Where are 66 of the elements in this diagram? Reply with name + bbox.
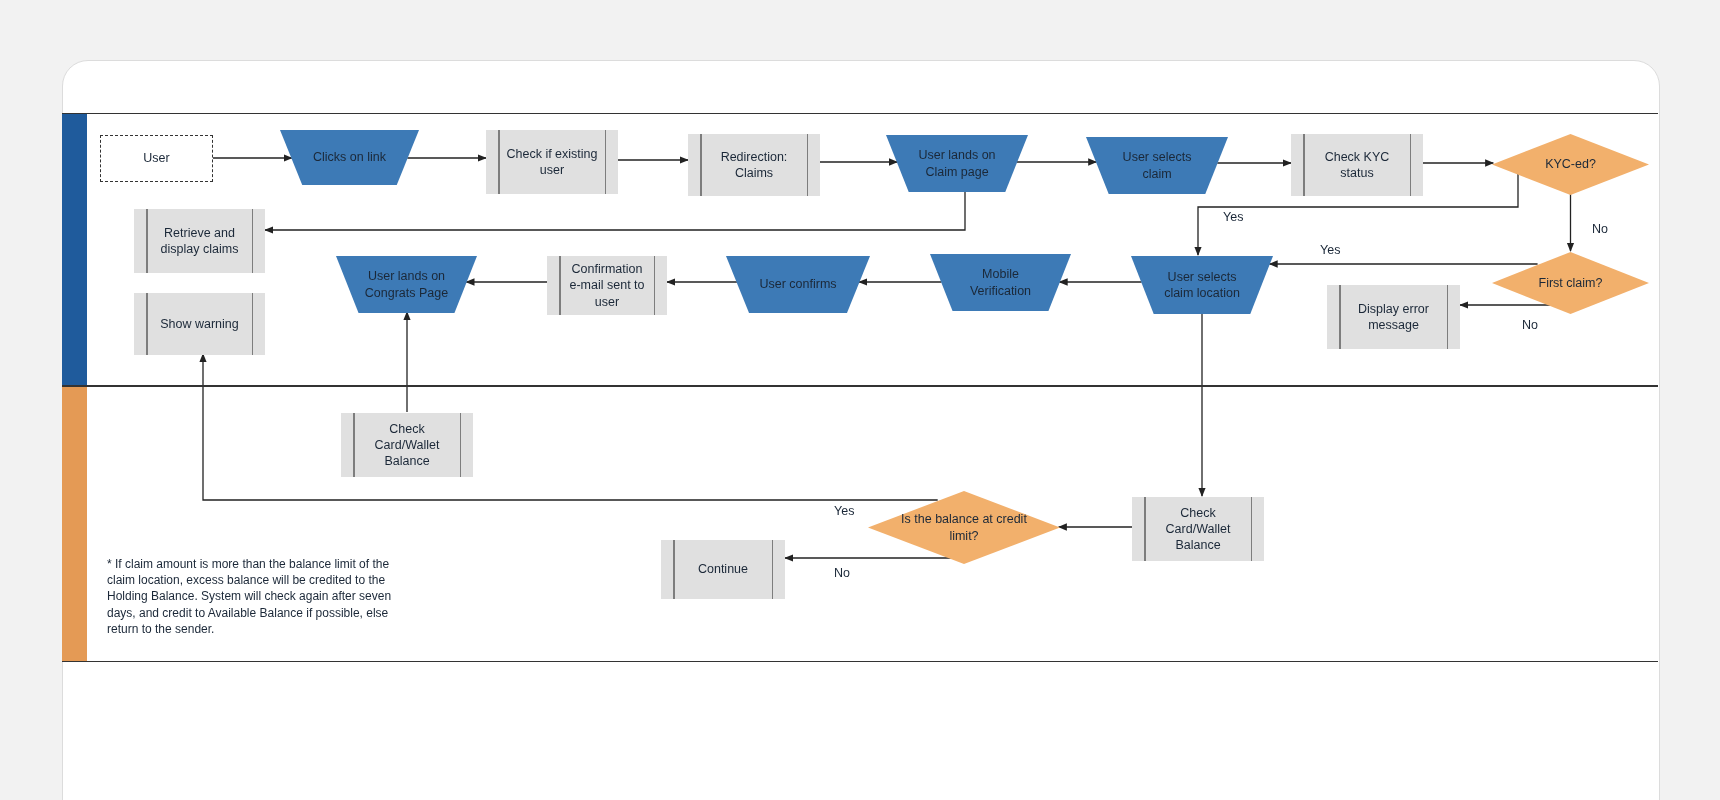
node-label: User lands on Congrats Page: [363, 268, 450, 301]
manual-operation-shape: [1086, 137, 1228, 194]
process-box: [341, 413, 473, 477]
footnote: * If claim amount is more than the balance limit of the claim location, excess balance will be credited to the Holding Balance. System will check again after seven days, and credit to Available Balance if possible, else return to the sender.: [107, 556, 393, 637]
node-label: Mobile Verification: [968, 266, 1033, 299]
arrow: [617, 156, 689, 164]
arrow: [264, 190, 966, 234]
node-label: Check Card/Wallet Balance: [373, 420, 441, 470]
node-label: User lands on Claim page: [917, 147, 997, 180]
arrow: [1422, 159, 1495, 167]
process-box: [661, 540, 785, 599]
node-label: User: [143, 150, 170, 167]
actor-box: [100, 135, 213, 182]
swimlane: [62, 113, 1658, 386]
decision-diamond: [1492, 134, 1649, 195]
arrow: [1198, 312, 1206, 497]
arrow: [1194, 172, 1519, 256]
manual-operation-shape: [336, 256, 477, 313]
arrow: [1268, 260, 1539, 268]
decision-diamond: [868, 491, 1060, 564]
arrow: [403, 311, 411, 413]
process-box: [1291, 134, 1423, 196]
manual-operation-shape: [886, 135, 1028, 192]
node-label: Clicks on link: [313, 149, 386, 166]
arrow: [1057, 523, 1133, 531]
node-label: Show warning: [160, 315, 239, 333]
node-label: Redirection: Claims: [719, 148, 789, 182]
arrow: [1459, 301, 1551, 309]
manual-operation-shape: [280, 130, 419, 185]
process-box: [486, 130, 618, 194]
node-label: Check KYC status: [1323, 148, 1391, 182]
node-label: Display error message: [1357, 300, 1430, 334]
node-label: Is the balance at credit limit?: [900, 511, 1028, 544]
arrow: [465, 278, 548, 286]
arrow: [199, 353, 939, 501]
arrow: [1216, 159, 1292, 167]
process-box: [1327, 285, 1460, 349]
node-label: Retrieve and display claims: [159, 224, 240, 258]
node-label: Continue: [697, 561, 748, 578]
process-box: [134, 209, 265, 273]
arrow: [1016, 158, 1098, 166]
manual-operation-shape: [930, 254, 1071, 311]
process-box: [1132, 497, 1264, 561]
arrow: [858, 278, 943, 286]
process-box: [547, 256, 667, 315]
manual-operation-shape: [1131, 256, 1273, 314]
node-label: Check Card/Wallet Balance: [1164, 504, 1232, 554]
node-label: First claim?: [1538, 274, 1603, 292]
node-label: User confirms: [759, 276, 837, 293]
arrow: [212, 154, 293, 162]
node-label: Check if existing user: [506, 145, 598, 179]
arrow: [666, 278, 738, 286]
node-label: KYC-ed?: [1545, 156, 1596, 173]
arrow: [1566, 193, 1575, 252]
process-box: [688, 134, 820, 196]
decision-diamond: [1492, 252, 1649, 314]
arrow: [1058, 278, 1143, 286]
process-box: [134, 293, 265, 355]
swimlane: [62, 386, 1658, 662]
arrow: [784, 554, 952, 562]
manual-operation-shape: [726, 256, 870, 313]
arrow: [406, 154, 487, 162]
node-label: User selects claim: [1121, 149, 1193, 182]
node-label: Confirmation e-mail sent to user: [568, 261, 646, 310]
node-label: User selects claim location: [1163, 268, 1241, 302]
arrow: [819, 158, 899, 166]
